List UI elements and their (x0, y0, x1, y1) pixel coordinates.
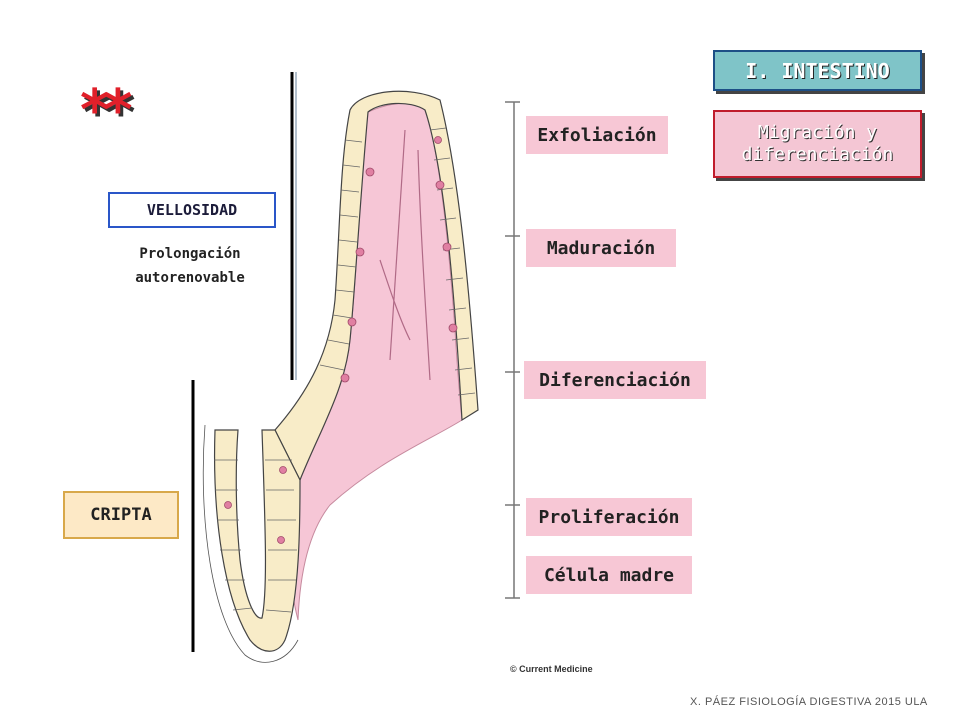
stage-differentiation: Diferenciación (524, 361, 706, 399)
goblet-cells (340, 136, 458, 383)
section-title-box: I. INTESTINO (713, 50, 922, 91)
core-vessels (379, 129, 431, 381)
villus-cells (319, 127, 476, 396)
villus-description: Prolongación autorenovable (110, 242, 270, 290)
migration-box: Migración y diferenciación (713, 110, 922, 178)
villus-label: VELLOSIDAD (146, 201, 238, 219)
stage-maturation: Maduración (526, 229, 676, 267)
section-title: I. INTESTINO (745, 58, 890, 83)
villus-label-box: VELLOSIDAD (108, 192, 276, 228)
stage-exfoliation: Exfoliación (526, 116, 668, 154)
migration-line-2: diferenciación (741, 144, 894, 165)
stage-scale (505, 101, 520, 599)
crypt-epithelium (214, 429, 301, 652)
footer-text: X. PÁEZ FISIOLOGÍA DIGESTIVA 2015 ULA (690, 696, 928, 708)
stage-stem-cell: Célula madre (526, 556, 692, 594)
villus-desc-line-2: autorenovable (135, 270, 245, 286)
stars-marker: ** (80, 78, 133, 143)
villus-epithelium (274, 90, 479, 482)
crypt-label-box: CRIPTA (63, 491, 179, 539)
stage-proliferation: Proliferación (526, 498, 692, 536)
lamina-propria (289, 103, 463, 621)
crypt-label: CRIPTA (90, 505, 152, 525)
migration-line-1: Migración y (757, 122, 878, 143)
crypt-cells (214, 459, 297, 613)
villus-desc-line-1: Prolongación (139, 246, 241, 262)
copyright-text: © Current Medicine (510, 664, 593, 674)
